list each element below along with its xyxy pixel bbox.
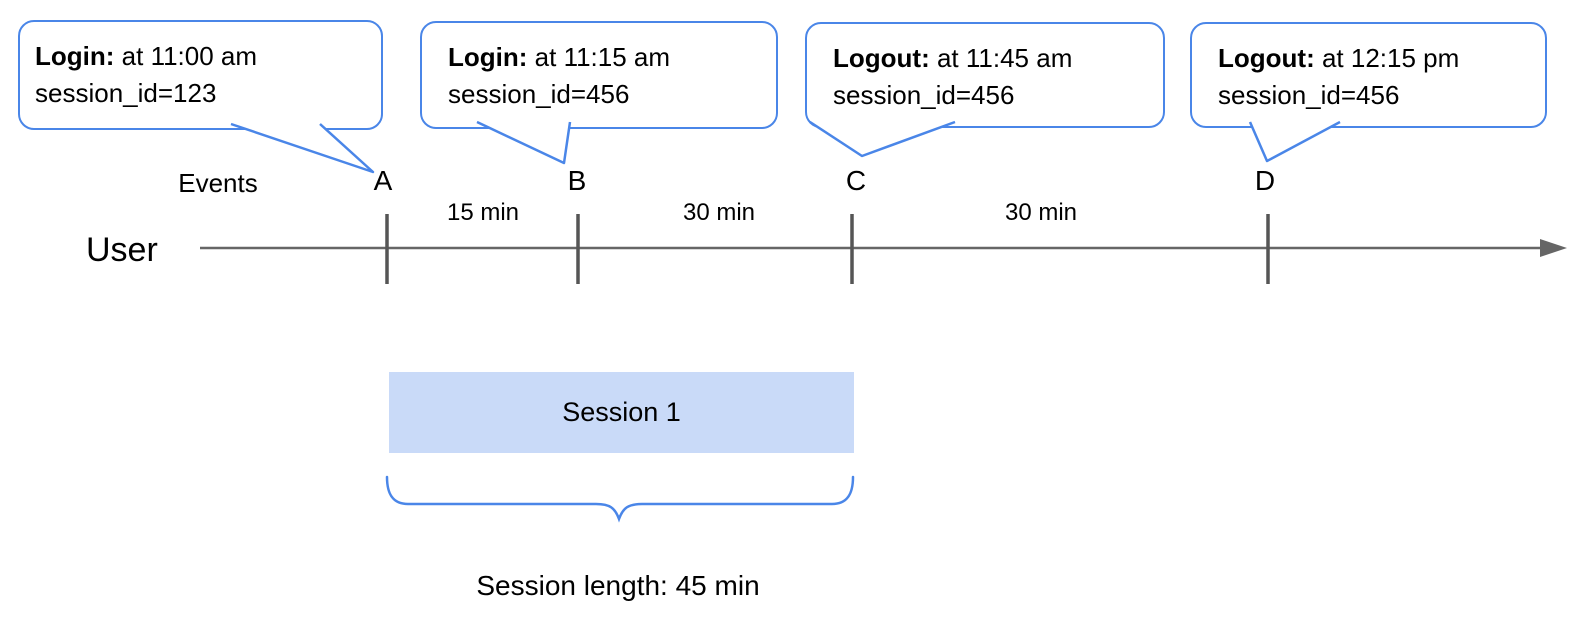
event-type-label: Logout: bbox=[833, 43, 930, 73]
callout-logout-d: Logout: at 12:15 pm session_id=456 bbox=[1190, 22, 1547, 128]
events-label: Events bbox=[178, 168, 258, 198]
interval-label-ab: 15 min bbox=[446, 199, 520, 226]
callout-tail-a bbox=[230, 122, 375, 174]
event-time-label: at 11:15 am bbox=[534, 42, 671, 72]
timeline-arrowhead-icon bbox=[1540, 239, 1567, 257]
event-time-label: at 11:00 am bbox=[121, 41, 258, 71]
event-type-label: Logout: bbox=[1218, 43, 1315, 73]
callout-session-id: session_id=456 bbox=[448, 79, 630, 109]
callout-session-id: session_id=456 bbox=[833, 80, 1015, 110]
callout-title: Logout: at 11:45 am bbox=[833, 40, 1149, 77]
session-band: Session 1 bbox=[389, 372, 854, 453]
callout-logout-c: Logout: at 11:45 am session_id=456 bbox=[805, 22, 1165, 128]
user-label: User bbox=[86, 231, 158, 269]
callout-login-a: Login: at 11:00 am session_id=123 bbox=[18, 20, 383, 130]
callout-session-id: session_id=123 bbox=[35, 78, 217, 108]
interval-label-cd: 30 min bbox=[1004, 199, 1078, 226]
event-letter-c: C bbox=[845, 165, 867, 196]
callout-title: Logout: at 12:15 pm bbox=[1218, 40, 1531, 77]
callout-login-b: Login: at 11:15 am session_id=456 bbox=[420, 21, 778, 129]
event-time-label: at 12:15 pm bbox=[1321, 43, 1460, 73]
event-letter-a: A bbox=[373, 165, 393, 196]
callout-session-id: session_id=456 bbox=[1218, 80, 1400, 110]
event-time-label: at 11:45 am bbox=[936, 43, 1073, 73]
event-letter-d: D bbox=[1254, 165, 1276, 196]
session-band-label: Session 1 bbox=[562, 397, 681, 427]
event-type-label: Login: bbox=[35, 41, 115, 71]
session-length-brace bbox=[385, 475, 855, 523]
session-length-label: Session length: 45 min bbox=[476, 570, 760, 601]
callout-title: Login: at 11:00 am bbox=[35, 38, 367, 75]
interval-label-bc: 30 min bbox=[682, 199, 756, 226]
event-letter-b: B bbox=[567, 165, 587, 196]
event-type-label: Login: bbox=[448, 42, 528, 72]
callout-title: Login: at 11:15 am bbox=[448, 39, 762, 76]
